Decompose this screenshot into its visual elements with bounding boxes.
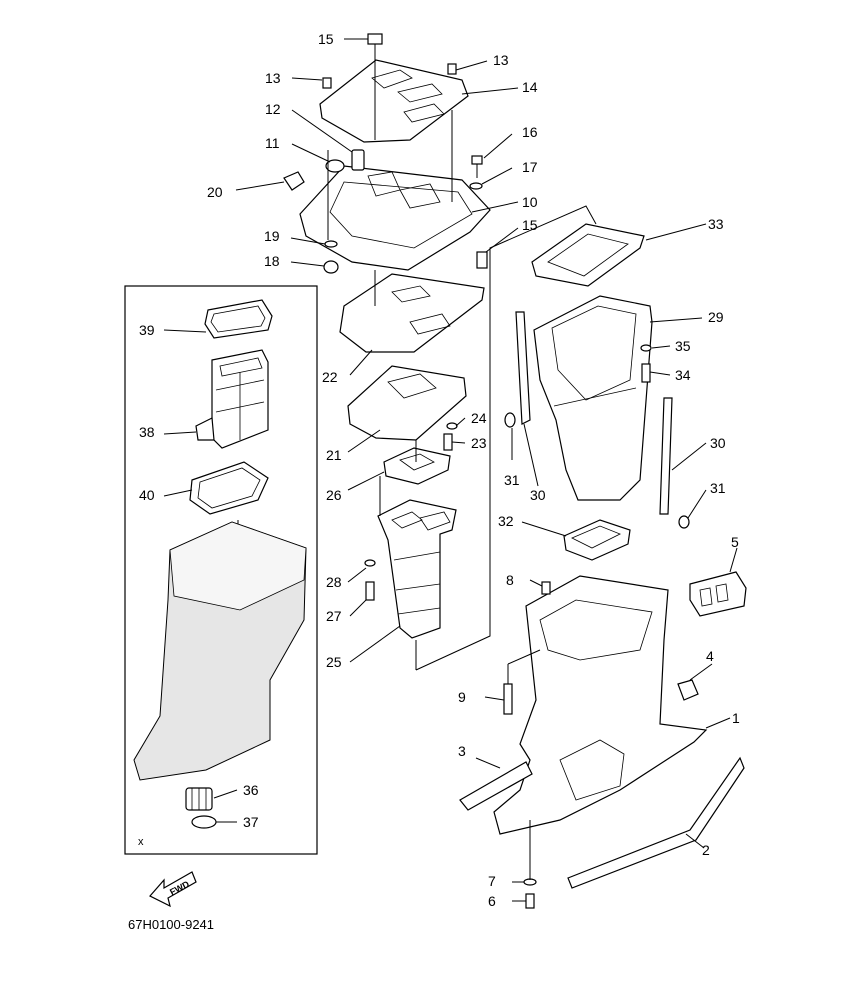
part-22-gasket	[339, 273, 485, 353]
part-37-circlip	[191, 815, 217, 829]
part-9-bolt	[503, 683, 513, 715]
callout-23: 23	[471, 435, 487, 451]
callout-32: 32	[498, 513, 514, 529]
part-housing-ghost	[133, 521, 307, 781]
callout-33: 33	[708, 216, 724, 232]
callout-28: 28	[326, 574, 342, 590]
callout-9: 9	[458, 689, 466, 705]
part-13-dowel-right	[447, 63, 457, 75]
callout-40: 40	[139, 487, 155, 503]
part-28-washer	[364, 559, 376, 567]
part-33-gasket	[531, 223, 645, 287]
callout-26: 26	[326, 487, 342, 503]
callout-21: 21	[326, 447, 342, 463]
part-18-nut	[323, 260, 339, 274]
part-8-dowel	[541, 581, 551, 595]
callout-1: 1	[732, 710, 740, 726]
part-32-gasket	[563, 519, 631, 561]
callout-19: 19	[264, 228, 280, 244]
callout-24: 24	[471, 410, 487, 426]
part-26-gasket	[383, 447, 451, 485]
part-15-bolt-top	[367, 33, 383, 52]
part-10-upper-casing	[299, 165, 491, 271]
part-11-grommet	[325, 159, 345, 173]
callout-22: 22	[322, 369, 338, 385]
callout-31a: 31	[504, 472, 520, 488]
part-20-fitting	[283, 171, 305, 191]
part-24-washer	[446, 422, 458, 430]
part-6-bolt	[525, 893, 535, 909]
callout-35: 35	[675, 338, 691, 354]
callout-8: 8	[506, 572, 514, 588]
callout-38: 38	[139, 424, 155, 440]
callout-37: 37	[243, 814, 259, 830]
callout-15a: 15	[318, 31, 334, 47]
callout-6: 6	[488, 893, 496, 909]
part-31-clip-left	[504, 412, 516, 428]
callout-39: 39	[139, 322, 155, 338]
part-16-bolt	[471, 155, 483, 178]
part-27-bolt	[365, 581, 375, 601]
part-21-plate	[347, 365, 467, 441]
part-35-washer	[640, 344, 652, 352]
inset-frame	[124, 285, 318, 855]
callout-12: 12	[265, 101, 281, 117]
part-30-seal-left	[515, 311, 531, 425]
part-19-washer	[324, 240, 338, 248]
part-3-strip	[459, 761, 533, 811]
callout-30b: 30	[710, 435, 726, 451]
callout-13b: 13	[493, 52, 509, 68]
callout-20: 20	[207, 184, 223, 200]
part-1-upper-casing	[493, 575, 708, 835]
callout-31b: 31	[710, 480, 726, 496]
callout-4: 4	[706, 648, 714, 664]
callout-14: 14	[522, 79, 538, 95]
leader-lines	[163, 38, 738, 902]
part-23-bolt	[443, 433, 453, 451]
callout-17: 17	[522, 159, 538, 175]
part-34-bolt	[641, 363, 651, 383]
part-2-strip	[567, 756, 745, 889]
callout-3: 3	[458, 743, 466, 759]
part-5-grommet	[689, 571, 747, 617]
callout-7: 7	[488, 873, 496, 889]
part-40-gasket	[189, 461, 269, 515]
part-25-exhaust-pipe	[377, 499, 457, 639]
inset-mark: x	[138, 836, 144, 848]
callout-25: 25	[326, 654, 342, 670]
part-29-muffler-housing	[533, 295, 653, 501]
part-14-gasket	[319, 59, 469, 143]
part-31-clip-right	[678, 515, 690, 529]
callout-10: 10	[522, 194, 538, 210]
callout-5: 5	[731, 534, 739, 550]
callout-15b: 15	[522, 217, 538, 233]
callout-2: 2	[702, 842, 710, 858]
callout-30a: 30	[530, 487, 546, 503]
callout-34: 34	[675, 367, 691, 383]
part-36-sleeve	[185, 787, 213, 811]
fwd-arrow-icon: FWD	[149, 871, 197, 908]
callout-13a: 13	[265, 70, 281, 86]
part-38-muffler	[195, 349, 269, 449]
callout-29: 29	[708, 309, 724, 325]
callouts: 1 2 3 4 5 6 7 8 9 10 11 12 13 13 14 15 1…	[139, 31, 740, 909]
part-30-seal-right	[659, 397, 673, 515]
part-4-plug	[677, 679, 699, 701]
part-17-washer	[469, 182, 483, 190]
callout-36: 36	[243, 782, 259, 798]
part-12-valve	[351, 149, 365, 171]
part-13-dowel-left	[322, 77, 332, 89]
diagram-code: 67H0100-9241	[128, 917, 215, 932]
callout-27: 27	[326, 608, 342, 624]
callout-18: 18	[264, 253, 280, 269]
callout-11: 11	[265, 135, 280, 151]
callout-16: 16	[522, 124, 538, 140]
part-15-bolt-mid	[476, 251, 488, 269]
part-39-seal	[204, 299, 273, 339]
